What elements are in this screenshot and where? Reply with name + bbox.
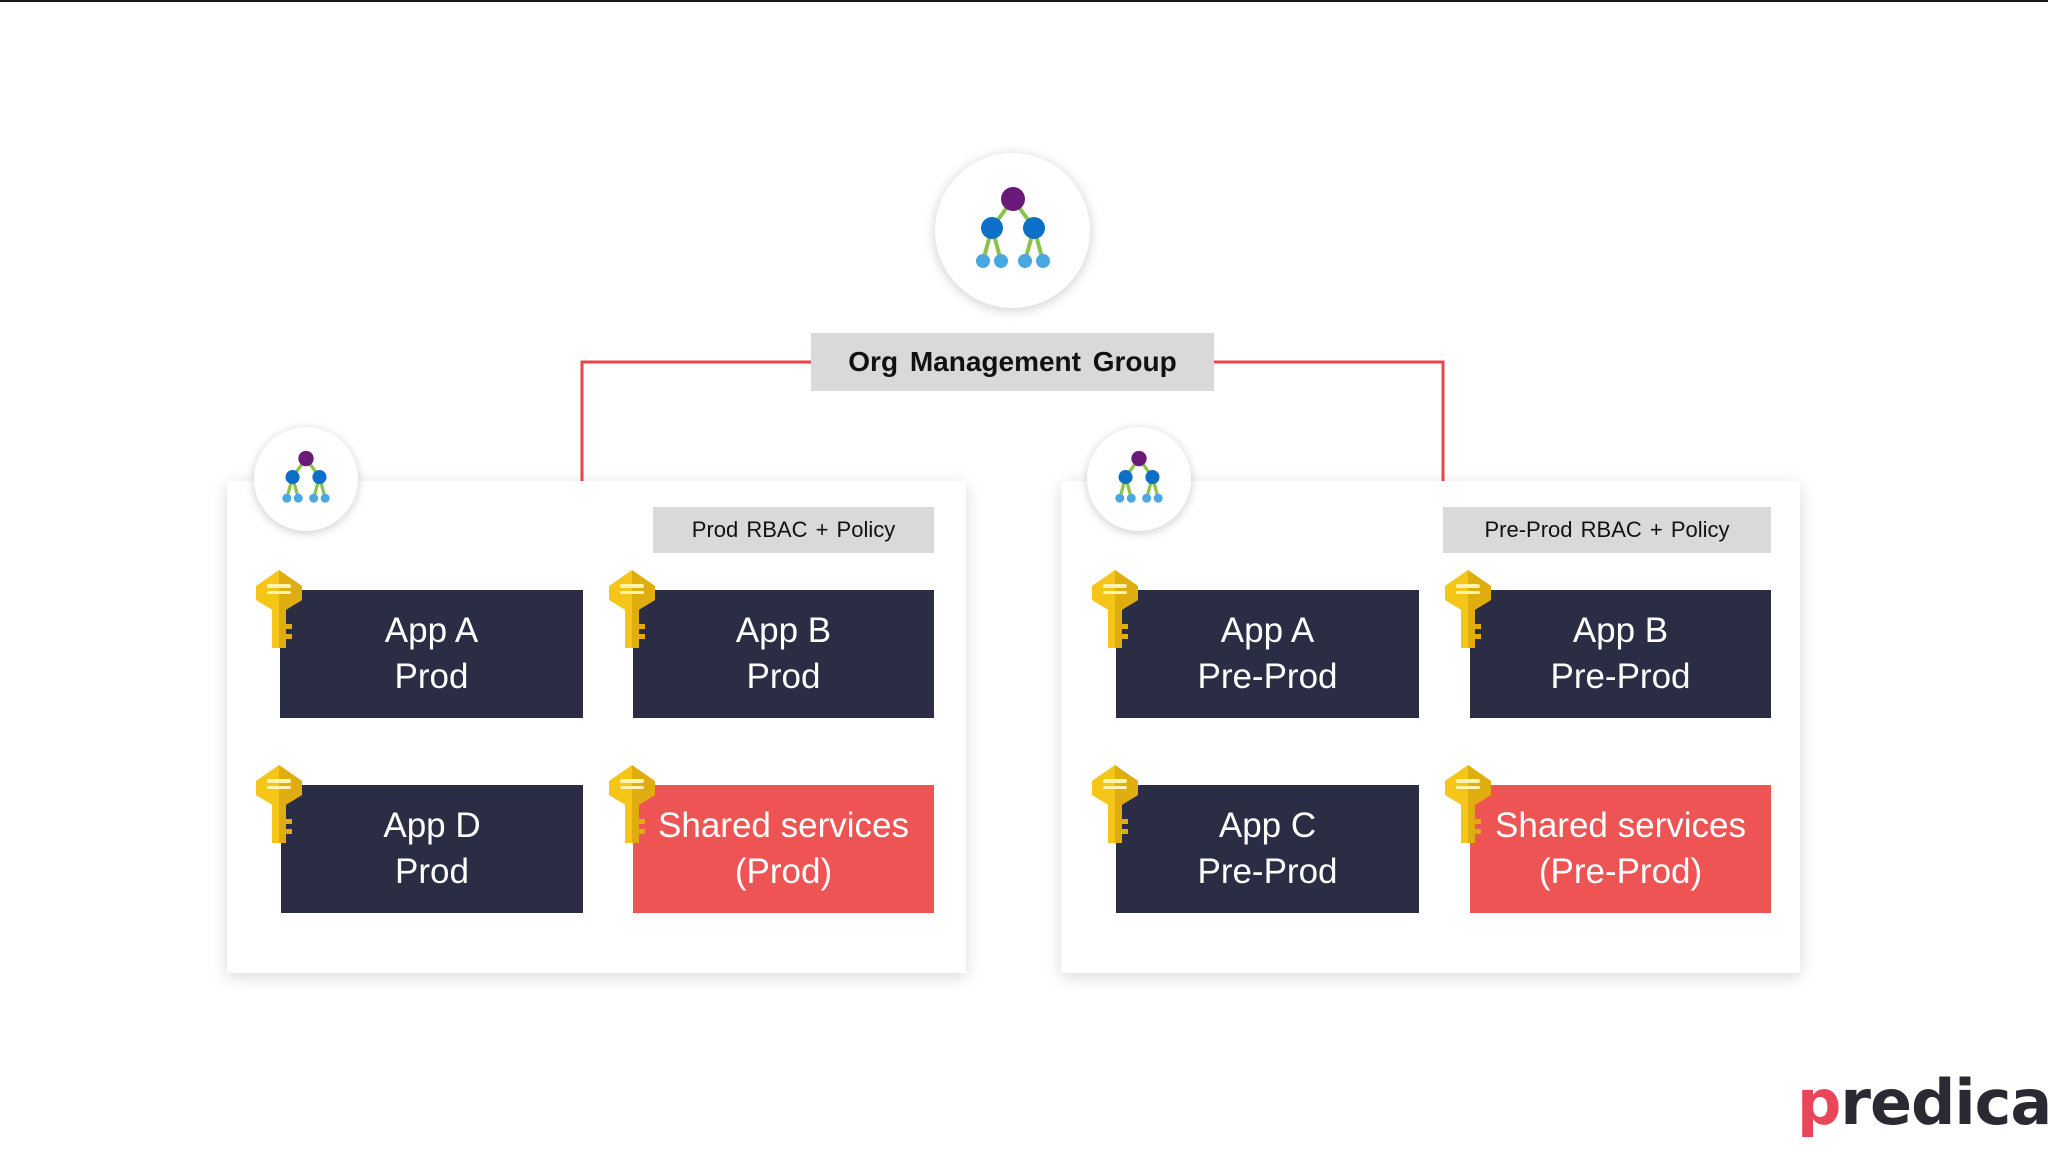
subscription-env: Pre-Prod: [1550, 657, 1691, 696]
root-management-group-icon-circle: [935, 153, 1090, 308]
subscription-name: App B: [735, 611, 832, 650]
top-border: [0, 0, 2048, 2]
key-icon: [609, 570, 655, 648]
management-group-icon: [1115, 450, 1163, 503]
subscription-env: Prod: [394, 657, 469, 696]
subscription-shared-services-prod[interactable]: Shared services (Prod): [633, 785, 934, 913]
subscription-app-b-prod[interactable]: App B Prod: [633, 590, 934, 718]
predica-logo: predica.: [1797, 1066, 2048, 1139]
subscription-app-b-preprod[interactable]: App B Pre-Prod: [1470, 590, 1771, 718]
subscription-name: App B: [1572, 611, 1669, 650]
preprod-group-icon-circle: [1087, 427, 1191, 531]
subscription-env: Pre-Prod: [1197, 657, 1338, 696]
subscription-app-c-preprod[interactable]: App C Pre-Prod: [1116, 785, 1419, 913]
subscription-env: (Prod): [734, 852, 833, 891]
subscription-name: Shared services: [658, 806, 909, 845]
subscription-app-a-preprod[interactable]: App A Pre-Prod: [1116, 590, 1419, 718]
subscription-env: Prod: [395, 852, 469, 891]
key-icon: [256, 570, 302, 648]
key-icon: [1092, 765, 1138, 843]
subscription-name: App C: [1218, 806, 1317, 845]
key-icon: [256, 765, 302, 843]
key-icon: [1445, 765, 1491, 843]
prod-group-icon-circle: [254, 427, 358, 531]
management-group-icon: [975, 186, 1050, 268]
subscription-env: Pre-Prod: [1197, 852, 1338, 891]
key-icon: [609, 765, 655, 843]
connector-left: [580, 360, 811, 481]
preprod-policy-label: Pre-Prod RBAC + Policy: [1443, 507, 1771, 553]
subscription-env: (Pre-Prod): [1538, 852, 1703, 891]
management-group-icon: [282, 450, 330, 503]
connector-right: [1214, 360, 1445, 481]
subscription-name: App A: [1220, 611, 1315, 650]
key-icon: [1092, 570, 1138, 648]
subscription-name: App A: [384, 611, 479, 650]
subscription-name: App D: [383, 806, 481, 845]
key-icon: [1445, 570, 1491, 648]
subscription-app-d-prod[interactable]: App D Prod: [281, 785, 583, 913]
subscription-app-a-prod[interactable]: App A Prod: [280, 590, 583, 718]
subscription-env: Prod: [746, 657, 821, 696]
subscription-shared-services-preprod[interactable]: Shared services (Pre-Prod): [1470, 785, 1771, 913]
org-management-group-label: Org Management Group: [811, 333, 1214, 391]
subscription-name: Shared services: [1495, 806, 1746, 845]
prod-policy-label: Prod RBAC + Policy: [653, 507, 934, 553]
